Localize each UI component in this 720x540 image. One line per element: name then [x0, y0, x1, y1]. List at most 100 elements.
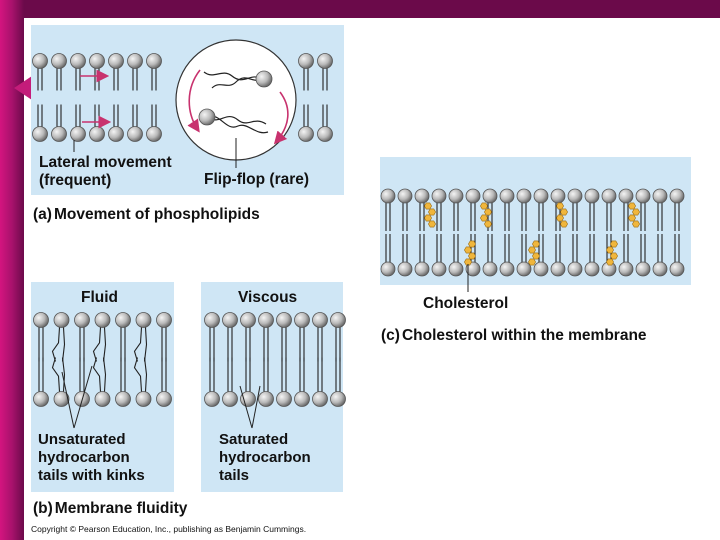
phospholipid-head	[669, 261, 685, 277]
phospholipid-tail	[92, 357, 102, 392]
caption-panel-c: (c)Cholesterol within the membrane	[381, 327, 647, 345]
phospholipid-head	[516, 188, 532, 204]
phospholipid-tail	[92, 327, 102, 362]
phospholipid-head	[414, 188, 430, 204]
phospholipid-head	[146, 126, 162, 142]
phospholipid-head	[652, 188, 668, 204]
phospholipid-head	[89, 53, 105, 69]
fluid-bilayer	[33, 312, 172, 407]
phospholipid-head	[584, 261, 600, 277]
unsat-pointer-2	[73, 365, 93, 429]
phospholipid-tail	[133, 357, 143, 392]
title-viscous: Viscous	[238, 289, 298, 306]
phospholipid-head	[482, 261, 498, 277]
phospholipid-head	[448, 188, 464, 204]
cholesterol-ring	[606, 258, 614, 266]
cholesterol-ring	[556, 214, 564, 222]
phospholipid-head	[482, 188, 498, 204]
phospholipid-head	[618, 188, 634, 204]
phospholipid-head	[276, 312, 292, 328]
title-fluid: Fluid	[81, 289, 119, 306]
phospholipid-head	[317, 126, 333, 142]
phospholipid-head	[618, 261, 634, 277]
phospholipid-head	[108, 53, 124, 69]
phospholipid-head	[222, 312, 238, 328]
caption-panel-c-tag: (c)	[381, 327, 400, 344]
phospholipid-head	[669, 188, 685, 204]
phospholipid-head	[550, 188, 566, 204]
caption-panel-a: (a)Movement of phospholipids	[33, 206, 260, 224]
cholesterol-ring	[424, 214, 432, 222]
cholesterol-ring	[468, 240, 476, 248]
cholesterol-ring	[528, 246, 536, 254]
phospholipid-head	[53, 391, 70, 407]
viscous-bilayer	[204, 312, 346, 407]
phospholipid-head	[115, 312, 131, 328]
copyright-notice: Copyright © Pearson Education, Inc., pub…	[31, 524, 307, 534]
phospholipid-head	[550, 261, 566, 277]
phospholipid-head	[312, 391, 328, 407]
phospholipid-head	[298, 53, 314, 69]
phospholipid-head	[51, 126, 67, 142]
phospholipid-head	[635, 188, 651, 204]
phospholipid-head	[465, 261, 481, 277]
phospholipid-head	[635, 261, 651, 277]
label-cholesterol: Cholesterol	[423, 295, 509, 312]
cholesterol-ring	[428, 208, 436, 216]
phospholipid-head	[397, 261, 413, 277]
slide-corner-marker	[14, 76, 32, 100]
label-saturated-tails: Saturated hydrocarbon tails	[219, 431, 311, 484]
cholesterol-ring	[484, 220, 492, 228]
phospholipid-head	[533, 188, 549, 204]
phospholipid-tail	[51, 327, 61, 362]
label-lateral-movement: Lateral movement (frequent)	[39, 154, 172, 189]
phospholipid-head	[312, 312, 328, 328]
phospholipid-head	[127, 126, 143, 142]
phospholipid-head	[294, 391, 310, 407]
phospholipid-head	[298, 126, 314, 142]
phospholipid-head	[499, 188, 515, 204]
phospholipid-head	[32, 126, 48, 142]
phospholipid-head	[70, 126, 86, 142]
phospholipid-head	[135, 391, 152, 407]
cholesterol-ring	[632, 220, 640, 228]
phospholipid-head	[652, 261, 668, 277]
phospholipid-head	[89, 126, 105, 142]
cholesterol-bilayer	[380, 188, 685, 277]
phospholipid-head	[94, 312, 111, 328]
phospholipid-head	[294, 312, 310, 328]
sat-pointer-2	[251, 385, 261, 429]
flip-flop-arrow-left	[187, 69, 201, 133]
phospholipid-head	[222, 391, 238, 407]
caption-panel-b: (b)Membrane fluidity	[33, 500, 187, 518]
phospholipid-head	[276, 391, 292, 407]
cholesterol-ring	[560, 208, 568, 216]
phospholipid-head	[380, 188, 396, 204]
cholesterol-ring	[628, 202, 636, 210]
flip-flop-lipids	[203, 71, 269, 134]
cholesterol-ring	[610, 240, 618, 248]
cholesterol-ring	[424, 202, 432, 210]
phospholipid-head	[317, 53, 333, 69]
phospholipid-head	[431, 261, 447, 277]
phospholipid-head	[330, 312, 346, 328]
sat-pointer-1	[239, 385, 253, 429]
phospholipid-head	[108, 126, 124, 142]
cholesterol-ring	[464, 246, 472, 254]
cholesterol-ring	[428, 220, 436, 228]
phospholipid-head	[258, 312, 274, 328]
cholesterol-ring	[480, 214, 488, 222]
phospholipid-head	[33, 391, 49, 407]
cholesterol-ring	[606, 246, 614, 254]
caption-panel-a-tag: (a)	[33, 206, 52, 223]
cholesterol-ring	[532, 240, 540, 248]
phospholipid-head	[53, 312, 70, 328]
phospholipid-head	[567, 188, 583, 204]
phospholipid-head	[414, 261, 430, 277]
cholesterol-ring	[560, 220, 568, 228]
phospholipid-head	[204, 312, 220, 328]
cholesterol-ring	[532, 252, 540, 260]
phospholipid-head	[258, 391, 274, 407]
phospholipid-head	[584, 188, 600, 204]
phospholipid-head	[156, 391, 172, 407]
